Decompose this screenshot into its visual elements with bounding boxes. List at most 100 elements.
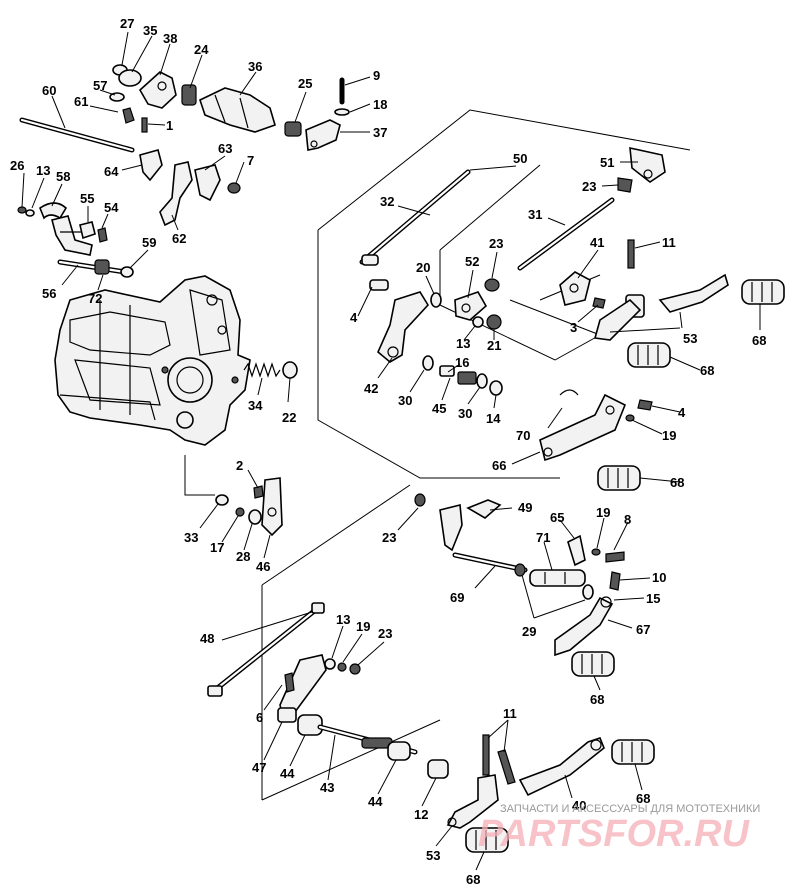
callout-21: 21 — [487, 338, 501, 353]
watermark-caption: ЗАПЧАСТИ И АКСЕССУАРЫ ДЛЯ МОТОТЕХНИКИ — [500, 803, 760, 815]
callout-19c: 19 — [356, 619, 370, 634]
callout-38: 38 — [163, 31, 177, 46]
callout-20: 20 — [416, 260, 430, 275]
callout-44b: 44 — [368, 794, 383, 809]
callout-37: 37 — [373, 125, 387, 140]
callout-7: 7 — [247, 153, 254, 168]
callout-labels: 27 35 38 24 36 60 57 61 1 25 9 18 37 26 … — [10, 16, 766, 887]
shift-pedal-arm — [539, 342, 671, 491]
detent-spring — [243, 361, 298, 379]
callout-27: 27 — [120, 16, 134, 31]
callout-65: 65 — [550, 510, 564, 525]
callout-62: 62 — [172, 231, 186, 246]
shift-shaft-69 — [414, 493, 625, 600]
callout-69: 69 — [450, 590, 464, 605]
callout-6: 6 — [256, 710, 263, 725]
callout-12: 12 — [414, 807, 428, 822]
callout-19a: 19 — [662, 428, 676, 443]
watermark-logo: PARTSFOR.RU — [478, 813, 750, 855]
callout-71: 71 — [536, 530, 550, 545]
shift-pedal-67 — [554, 596, 615, 677]
callout-50: 50 — [513, 151, 527, 166]
callout-17: 17 — [210, 540, 224, 555]
shift-rods — [359, 146, 666, 271]
leader-lines — [21, 31, 761, 871]
shifter-lever-lower — [277, 654, 361, 723]
boundary-lines — [184, 109, 691, 801]
callout-56: 56 — [42, 286, 56, 301]
callout-43: 43 — [320, 780, 334, 795]
callout-23c: 23 — [382, 530, 396, 545]
shifter-lever-middle — [369, 278, 503, 396]
callout-26: 26 — [10, 158, 24, 173]
callout-61: 61 — [74, 94, 88, 109]
shift-pedal-lower — [446, 734, 655, 853]
callout-68c: 68 — [670, 475, 684, 490]
callout-13c: 13 — [336, 612, 350, 627]
callout-68b: 68 — [700, 363, 714, 378]
callout-53b: 53 — [426, 848, 440, 863]
callout-63: 63 — [218, 141, 232, 156]
callout-23a: 23 — [582, 179, 596, 194]
callout-68a: 68 — [752, 333, 766, 348]
shift-drum-group — [109, 64, 350, 151]
callout-35: 35 — [143, 23, 157, 38]
callout-1: 1 — [166, 118, 173, 133]
shift-rod-48 — [207, 602, 325, 697]
callout-44a: 44 — [280, 766, 295, 781]
callout-10: 10 — [652, 570, 666, 585]
transmission-case — [54, 275, 251, 446]
callout-30a: 30 — [398, 393, 412, 408]
callout-24: 24 — [194, 42, 209, 57]
callout-4b: 4 — [678, 405, 686, 420]
callout-51: 51 — [600, 155, 614, 170]
callout-19b: 19 — [596, 505, 610, 520]
callout-40: 40 — [572, 798, 586, 813]
callout-48: 48 — [200, 631, 214, 646]
callout-52: 52 — [465, 254, 479, 269]
callout-11a: 11 — [662, 235, 676, 250]
callout-59: 59 — [142, 235, 156, 250]
callout-31: 31 — [528, 207, 542, 222]
callout-33: 33 — [184, 530, 198, 545]
shifter-linkage-left — [17, 202, 134, 278]
callout-29: 29 — [522, 624, 536, 639]
callout-18: 18 — [373, 97, 387, 112]
callout-23d: 23 — [378, 626, 392, 641]
callout-4a: 4 — [350, 310, 358, 325]
callout-13b: 13 — [456, 336, 470, 351]
callout-30b: 30 — [458, 406, 472, 421]
callout-57: 57 — [93, 78, 107, 93]
callout-54: 54 — [104, 200, 119, 215]
callout-3: 3 — [570, 320, 577, 335]
callout-66: 66 — [492, 458, 506, 473]
callout-32: 32 — [380, 194, 394, 209]
callout-34: 34 — [248, 398, 263, 413]
shift-linkage-lower — [215, 477, 283, 537]
callout-53a: 53 — [683, 331, 697, 346]
callout-68e: 68 — [636, 791, 650, 806]
callout-60: 60 — [42, 83, 56, 98]
callout-70: 70 — [516, 428, 530, 443]
callout-2: 2 — [236, 458, 243, 473]
callout-47: 47 — [252, 760, 266, 775]
watermark: ЗАПЧАСТИ И АКСЕССУАРЫ ДЛЯ МОТОТЕХНИКИ PA… — [478, 803, 760, 855]
shift-forks — [139, 149, 241, 227]
callout-55: 55 — [80, 191, 94, 206]
callout-68f: 68 — [466, 872, 480, 887]
callout-9: 9 — [373, 68, 380, 83]
callout-49: 49 — [518, 500, 532, 515]
callout-45: 45 — [432, 401, 446, 416]
shifter-pedal-upper — [559, 239, 785, 341]
callout-22: 22 — [282, 410, 296, 425]
callout-36: 36 — [248, 59, 262, 74]
callout-42: 42 — [364, 381, 378, 396]
callout-25: 25 — [298, 76, 312, 91]
callout-15: 15 — [646, 591, 660, 606]
callout-14: 14 — [486, 411, 501, 426]
callout-46: 46 — [256, 559, 270, 574]
callout-68d: 68 — [590, 692, 604, 707]
callout-58: 58 — [56, 169, 70, 184]
callout-28: 28 — [236, 549, 250, 564]
